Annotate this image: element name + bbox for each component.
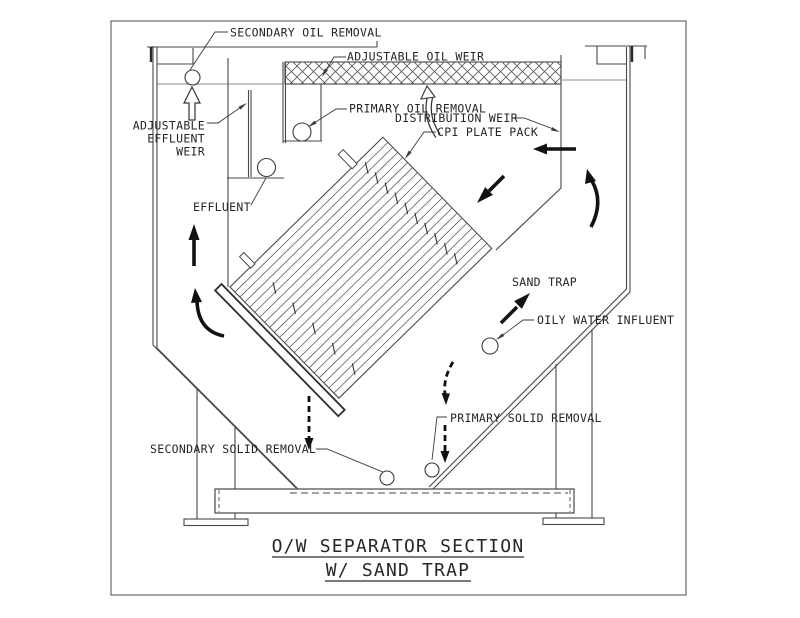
label-primary-solid-removal: PRIMARY SOLID REMOVAL [450,411,602,425]
flow-arrows [188,143,600,338]
solids-flow-arrows [304,361,455,463]
label-primary-oil-removal: PRIMARY OIL REMOVAL [349,102,486,116]
label-secondary-solid-removal: SECONDARY SOLID REMOVAL [150,442,316,456]
labels: SECONDARY OIL REMOVAL ADJUSTABLE OIL WEI… [133,26,674,457]
pack-brace-ticks [272,162,458,375]
effluent-port [256,157,277,178]
right-rim-notch [596,46,627,65]
left-rim-notch [157,48,194,65]
leader-distribution-weir [512,117,560,132]
leader-secondary-solid-removal [316,448,384,473]
right-curved-flow-arrow [585,169,600,228]
secondary-oil-removal-port [184,69,201,86]
leader-secondary-oil-removal [189,31,228,71]
title-line-1: O/W SEPARATOR SECTION [272,536,525,557]
support-legs [196,330,593,519]
water-surface-lines [157,79,626,85]
adjustable-effluent-weir-flow-arrow [183,85,201,121]
label-adjustable-effluent-weir-line2: EFFLUENT [147,132,205,146]
oily-water-influent-port [481,337,499,355]
label-sand-trap: SAND TRAP [512,275,577,289]
primary-oil-removal-port [292,122,312,142]
left-flow-arrow [533,143,576,155]
leader-cpi-plate-pack [405,131,436,159]
primary-solids-dashed-arrow [440,425,450,463]
primary-oil-curved-outline-arrow [420,84,441,138]
tank-shell [147,41,647,490]
adjustable-oil-weir [284,61,562,85]
label-distribution-weir: DISTRIBUTION WEIR [395,111,518,125]
label-secondary-oil-removal: SECONDARY OIL REMOVAL [230,26,382,40]
baseplate [214,488,575,514]
upward-flow-arrow [188,224,200,266]
leader-primary-solid-removal [431,416,447,461]
pack-plates [234,142,488,394]
footing-pads [183,517,605,527]
label-oily-water-influent: OILY WATER INFLUENT [537,313,674,327]
pack-support-channel [213,282,346,418]
secondary-solids-dashed-arrow [304,396,314,450]
label-adjustable-effluent-weir-line3: WEIR [176,145,205,159]
top-rim-left [147,41,378,48]
influent-down-dashed-arrow [441,361,455,405]
primary-solid-removal-port [424,462,440,478]
effluent-weir-plate [247,90,252,177]
pack-pin-lower [238,251,256,269]
title-line-2: W/ SAND TRAP [326,560,470,581]
leader-oily-water-influent [496,319,534,340]
down-left-flow-arrow [477,174,506,203]
leader-adjustable-effluent-weir [207,103,247,124]
label-adjustable-effluent-weir-line1: ADJUSTABLE [133,119,205,133]
left-curved-flow-arrow [191,288,225,338]
drawing-title: O/W SEPARATOR SECTION W/ SAND TRAP [272,536,525,582]
cpi-plate-pack-assembly [213,136,493,418]
secondary-solid-removal-port [379,470,395,486]
label-effluent: EFFLUENT [193,200,251,214]
leader-primary-oil-removal [308,108,347,127]
top-rim-right [585,45,647,59]
label-adjustable-oil-weir: ADJUSTABLE OIL WEIR [347,50,484,64]
leader-lines [189,31,560,473]
leader-effluent [250,177,267,206]
leader-adjustable-oil-weir [322,56,346,77]
label-cpi-plate-pack: CPI PLATE PACK [437,125,538,139]
distribution-weir-plate [495,55,562,251]
sheet-border [110,20,687,596]
sand-trap-flow-arrow [499,293,530,325]
pack-pin-upper [337,148,358,170]
